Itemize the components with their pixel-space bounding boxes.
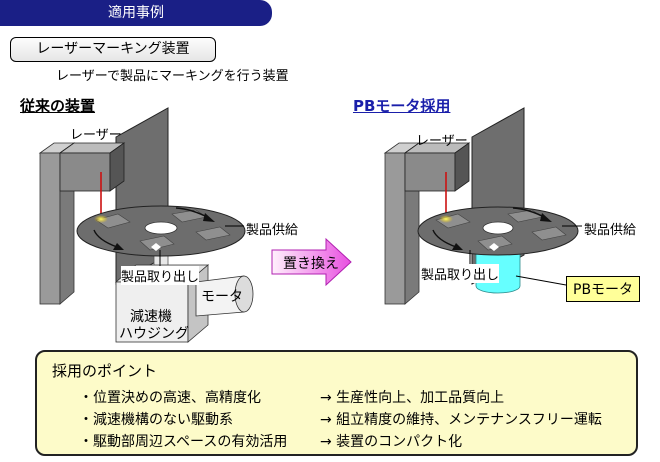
replacement-label: 置き換え [283, 256, 339, 272]
after-heading: PBモータ採用 [353, 97, 451, 115]
points-title: 採用のポイント [52, 362, 158, 380]
laser-spot [94, 215, 108, 223]
rotation-arrow-head [452, 243, 463, 250]
laser-head-front [59, 152, 111, 192]
page-title: レーザーマーキング装置 [10, 37, 216, 62]
after-takeout-label: 製品取り出し [421, 264, 500, 283]
reducer-housing-front [115, 281, 189, 343]
page-subtitle: レーザーで製品にマーキングを行う装置 [56, 69, 289, 84]
comparison-diagram [38, 107, 582, 343]
header-tab: 適用事例 [0, 0, 272, 26]
marked-product-icon [489, 243, 499, 251]
pb-motor-apparatus [383, 107, 582, 305]
point-result: → 生産性向上、加工品質向上 [320, 390, 505, 406]
before-heading: 従来の装置 [20, 97, 96, 115]
laser-head-side [109, 142, 125, 192]
motor-end-cap [234, 275, 254, 313]
point-feature: ・位置決めの高速、高精度化 [79, 390, 261, 406]
disk-hole [144, 221, 178, 235]
marked-product-icon [151, 243, 161, 251]
rotation-arrow-head [113, 243, 124, 250]
before-takeout-label: 製品取り出し [121, 266, 200, 285]
rotation-arrow-head [540, 213, 552, 222]
point-feature: ・減速機構のない駆動系 [79, 412, 233, 428]
point-result: → 組立精度の維持、メンテナンスフリー運転 [320, 412, 602, 428]
before-laser-label: レーザー [70, 128, 122, 143]
housing-label-line1: 減速機 [130, 309, 172, 325]
product-slot [531, 226, 567, 241]
product-slot [477, 235, 513, 251]
disk-hole [482, 221, 514, 235]
rotation-arrow [93, 229, 118, 248]
laser-head-side [454, 142, 470, 192]
pb-motor-leader [515, 275, 567, 286]
frame-column-front [384, 152, 406, 305]
rotation-arrow [432, 229, 457, 248]
rotation-arrow-head [203, 213, 215, 222]
pb-motor-label: PBモータ [566, 276, 641, 302]
frame-column-front [39, 152, 61, 305]
before-motor-label: モータ [201, 289, 243, 305]
before-supply-label: 製品供給 [246, 223, 299, 238]
product-slot [139, 235, 175, 251]
product-slot [195, 226, 231, 241]
laser-spot [439, 215, 453, 223]
housing-label-line2: ハウジング [119, 326, 189, 342]
after-laser-label: レーザー [416, 134, 468, 149]
replacement-arrow [271, 237, 352, 287]
after-supply-label: 製品供給 [584, 223, 637, 238]
point-result: → 装置のコンパクト化 [320, 434, 463, 450]
product-slot [95, 213, 131, 229]
adoption-points-box: 採用のポイント ・位置決めの高速、高精度化 → 生産性向上、加工品質向上 ・減速… [35, 350, 638, 456]
point-feature: ・駆動部周辺スペースの有効活用 [79, 434, 288, 450]
product-slot [435, 213, 471, 229]
laser-head-front [404, 152, 456, 192]
